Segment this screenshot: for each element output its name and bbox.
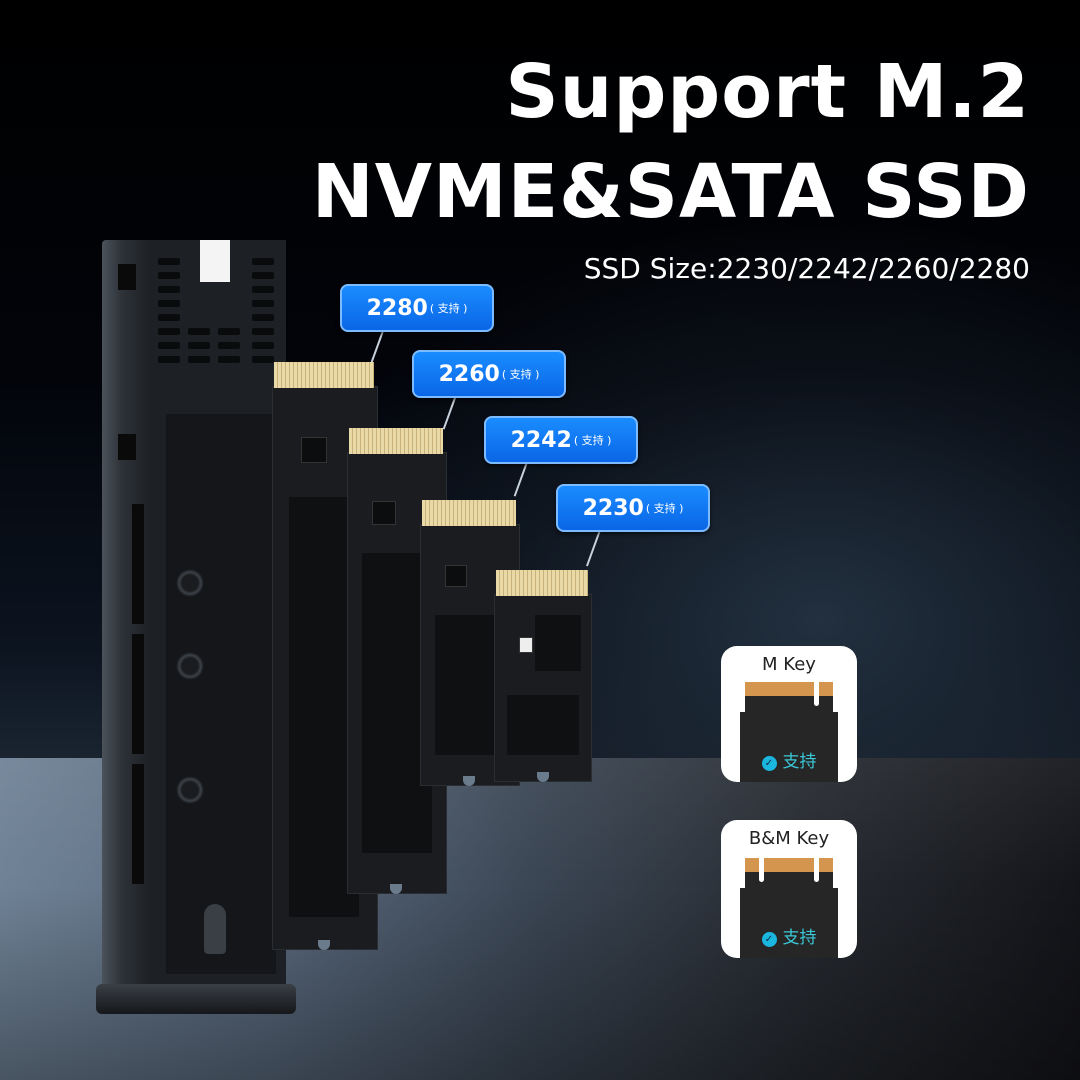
side-slot: [118, 434, 136, 460]
m-key-support-text: 支持: [782, 752, 817, 772]
ssd-size-subtitle: SSD Size:2230/2242/2260/2280: [583, 252, 1030, 285]
callout-2242: 2242( 支持 ): [484, 416, 638, 464]
enclosure-board: [166, 414, 276, 974]
callout-2230: 2230( 支持 ): [556, 484, 710, 532]
gold-contacts: [422, 500, 516, 526]
ssd-enclosure-image: [96, 224, 296, 1014]
headline-line-1: Support M.2: [505, 49, 1030, 135]
screw-standoff: [176, 776, 204, 804]
callout-2260: 2260( 支持 ): [412, 350, 566, 398]
gold-contacts: [274, 362, 374, 388]
bm-key-label: B&M Key: [748, 828, 830, 849]
check-icon: ✓: [761, 932, 777, 947]
m-key-card: M Key ✓ 支持: [721, 646, 857, 782]
enclosure-side-rail: [102, 240, 152, 1000]
gold-contacts: [349, 428, 443, 454]
bm-key-support-text: 支持: [782, 928, 817, 948]
ssd-2230: [494, 594, 592, 782]
enclosure-base: [96, 984, 296, 1014]
m-key-label: M Key: [762, 654, 816, 675]
bm-key-pcb-icon: ✓ 支持: [740, 858, 838, 958]
side-slot: [118, 264, 136, 290]
side-slot: [132, 504, 144, 624]
screw-standoff: [176, 652, 204, 680]
m-key-pcb-icon: ✓ 支持: [740, 682, 838, 782]
headline-line-2: NVME&SATA SSD: [311, 149, 1030, 235]
callout-2280: 2280( 支持 ): [340, 284, 494, 332]
screw-standoff: [176, 569, 204, 597]
vent-grille: [152, 246, 280, 376]
gold-contacts: [496, 570, 588, 596]
side-slot: [132, 634, 144, 754]
check-icon: ✓: [761, 756, 777, 771]
latch: [204, 904, 226, 954]
side-slot: [132, 764, 144, 884]
bm-key-card: B&M Key ✓ 支持: [721, 820, 857, 958]
usb-c-port: [200, 240, 230, 282]
